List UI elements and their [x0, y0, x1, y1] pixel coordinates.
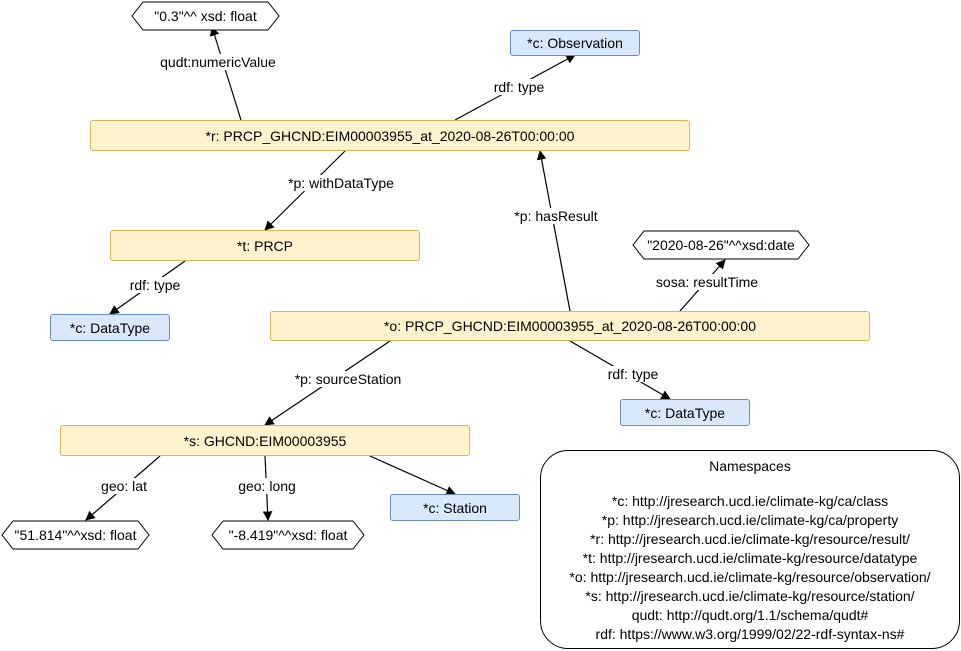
edge-label-geo-long: geo: long [237, 478, 297, 494]
edge-label-source-station: *p: sourceStation [293, 371, 403, 387]
literal-numeric-value: "0.3"^^ xsd: float [131, 1, 280, 31]
resource-observation-o: *o: PRCP_GHCND:EIM00003955_at_2020-08-26… [270, 311, 870, 341]
namespace-entry: *o: http://jresearch.ucd.ie/climate-kg/r… [569, 569, 931, 585]
hexagon-shape [632, 230, 810, 260]
resource-datatype-t-label: *t: PRCP [236, 237, 293, 254]
namespace-entry: *t: http://jresearch.ucd.ie/climate-kg/r… [582, 550, 918, 566]
resource-observation-o-label: *o: PRCP_GHCND:EIM00003955_at_2020-08-26… [383, 318, 756, 334]
class-station: *c: Station [390, 494, 520, 521]
namespace-entry: *c: http://jresearch.ucd.ie/climate-kg/c… [611, 493, 889, 509]
class-datatype-right: *c: DataType [620, 399, 750, 426]
namespace-entry: *r: http://jresearch.ucd.ie/climate-kg/r… [590, 531, 910, 547]
class-observation: *c: Observation [510, 30, 640, 56]
class-station-label: *c: Station [423, 499, 487, 516]
namespaces-box: Namespaces *c: http://jresearch.ucd.ie/c… [540, 450, 960, 649]
namespace-entry: *s: http://jresearch.ucd.ie/climate-kg/r… [585, 588, 915, 604]
resource-station-s: *s: GHCND:EIM00003955 [60, 425, 470, 456]
resource-result-r-label: *r: PRCP_GHCND:EIM00003955_at_2020-08-26… [205, 127, 575, 144]
edge-label-result-time: sosa: resultTime [654, 274, 760, 290]
class-datatype-left: *c: DataType [50, 314, 170, 341]
namespace-entry: qudt: http://qudt.org/1.1/schema/qudt# [631, 607, 869, 623]
edge-label-numeric-value: qudt:numericValue [159, 54, 277, 70]
resource-result-r: *r: PRCP_GHCND:EIM00003955_at_2020-08-26… [90, 120, 690, 151]
edge-label-o-type: rdf: type [606, 366, 660, 382]
edge-label-t-type: rdf: type [128, 277, 182, 293]
edge-label-with-data-type: *p: withDataType [287, 175, 395, 191]
literal-long: "-8.419"^^xsd: float [211, 520, 365, 550]
edge-label-geo-lat: geo: lat [100, 478, 148, 494]
namespace-entry: *p: http://jresearch.ucd.ie/climate-kg/c… [601, 512, 899, 528]
literal-result-time: "2020-08-26"^^xsd:date [632, 230, 810, 260]
edge-label-has-result: *p: hasResult [513, 208, 599, 224]
class-observation-label: *c: Observation [527, 35, 623, 51]
hexagon-shape [211, 520, 365, 550]
edge-has-result [536, 150, 571, 312]
hexagon-shape [131, 1, 280, 31]
resource-station-s-label: *s: GHCND:EIM00003955 [183, 432, 347, 449]
edge-label-r-type: rdf: type [492, 79, 546, 95]
namespace-entry: rdf: https://www.w3.org/1999/02/22-rdf-s… [595, 626, 905, 642]
resource-datatype-t: *t: PRCP [110, 230, 420, 261]
edge-numeric-value [209, 26, 242, 121]
edge-station-type [369, 455, 456, 495]
literal-result-time-text: "2020-08-26"^^xsd:date [647, 237, 795, 253]
namespaces-list: *c: http://jresearch.ucd.ie/climate-kg/c… [541, 492, 959, 644]
literal-numeric-value-text: "0.3"^^ xsd: float [154, 8, 257, 24]
hexagon-shape [1, 520, 150, 550]
literal-lat: "51.814"^^xsd: float [1, 520, 150, 550]
literal-long-text: "-8.419"^^xsd: float [228, 527, 348, 543]
class-datatype-left-label: *c: DataType [69, 319, 151, 336]
literal-lat-text: "51.814"^^xsd: float [14, 527, 137, 543]
class-datatype-right-label: *c: DataType [644, 404, 726, 421]
namespaces-title: Namespaces [709, 458, 791, 474]
